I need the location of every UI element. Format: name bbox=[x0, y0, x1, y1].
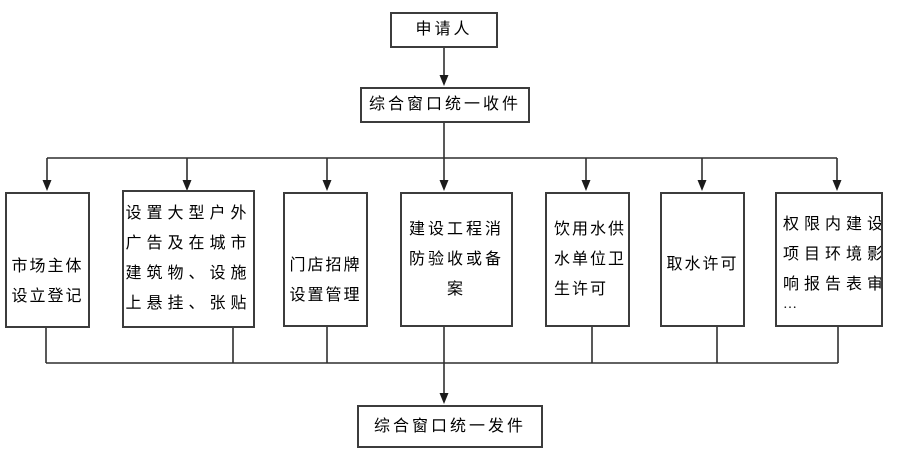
node-outdoor-advertising-setup: 设置大型户外 广告及在城市 建筑物、设施 上悬挂、张贴 bbox=[122, 190, 255, 328]
node-text-line: 市场主体 bbox=[11, 258, 84, 275]
node-construction-fire-acceptance: 建设工程消 防验收或备 案 bbox=[400, 192, 513, 327]
node-text-line: 饮用水供 bbox=[554, 220, 627, 238]
node-label: 综合窗口统一发件 bbox=[373, 417, 526, 435]
node-text-line: 响报告表审 bbox=[783, 276, 883, 293]
node-drinking-water-hygiene-permit: 饮用水供 水单位卫 生许可 bbox=[545, 192, 630, 327]
node-text-line: 生许可 bbox=[554, 280, 609, 298]
node-text-line: 项目环境影 bbox=[783, 246, 883, 263]
node-dispatch-window: 综合窗口统一发件 bbox=[357, 405, 543, 448]
arrow-down-icon bbox=[439, 180, 449, 191]
node-text-line: 建筑物、设施 bbox=[125, 265, 252, 282]
arrow-down-icon bbox=[581, 180, 591, 191]
node-text-line: 广告及在城市 bbox=[125, 235, 252, 252]
node-text-line: 取水许可 bbox=[666, 255, 739, 273]
node-text-line: 设立登记 bbox=[11, 288, 84, 305]
node-text-line: 上悬挂、张贴 bbox=[125, 295, 252, 312]
arrow-down-icon bbox=[439, 393, 449, 404]
node-label: 申请人 bbox=[415, 21, 473, 38]
node-intake-window: 综合窗口统一收件 bbox=[360, 87, 530, 123]
node-text-line: 防验收或备 bbox=[408, 250, 504, 268]
node-market-entity-registration: 市场主体 设立登记 bbox=[5, 192, 90, 328]
node-applicant: 申请人 bbox=[390, 12, 498, 48]
node-shop-sign-management: 门店招牌 设置管理 bbox=[283, 192, 368, 327]
node-text-line: 门店招牌 bbox=[289, 257, 362, 274]
node-text-line: 设置管理 bbox=[289, 287, 362, 304]
arrow-down-icon bbox=[439, 75, 449, 86]
node-env-impact-report-review: 权限内建设 项目环境影 响报告表审 … bbox=[775, 192, 883, 327]
arrow-down-icon bbox=[42, 180, 52, 191]
node-text-line: 水单位卫 bbox=[554, 250, 627, 268]
node-text-line: 设置大型户外 bbox=[125, 205, 252, 222]
arrow-down-icon bbox=[322, 180, 332, 191]
node-text-line-clipped: … bbox=[783, 300, 799, 309]
node-text-line: 权限内建设 bbox=[783, 216, 883, 233]
node-text-line: 案 bbox=[446, 280, 466, 298]
node-text-line: 建设工程消 bbox=[408, 220, 504, 238]
node-label: 综合窗口统一收件 bbox=[368, 96, 521, 113]
arrow-down-icon bbox=[697, 180, 707, 191]
arrow-down-icon bbox=[832, 180, 842, 191]
node-water-intake-permit: 取水许可 bbox=[660, 192, 745, 327]
